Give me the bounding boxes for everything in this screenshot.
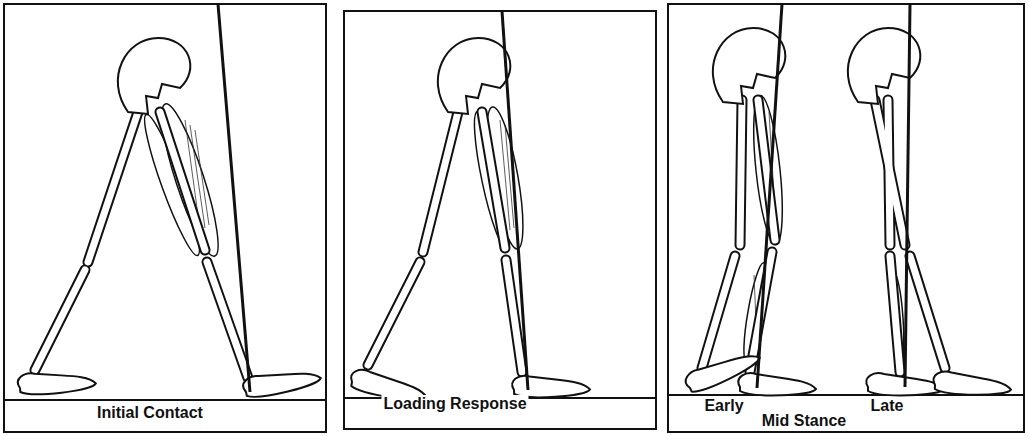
phase-label: Initial Contact <box>95 404 205 422</box>
phase-panel: Initial Contact <box>3 3 327 433</box>
phase-label: Loading Response <box>381 395 528 413</box>
phase-panel: Early LateMid Stance <box>667 3 1025 433</box>
phase-panel: Loading Response <box>343 10 657 430</box>
phase-label: Early <box>702 397 745 415</box>
phase-label: Late <box>869 397 906 415</box>
phase-label: Mid Stance <box>760 412 848 430</box>
